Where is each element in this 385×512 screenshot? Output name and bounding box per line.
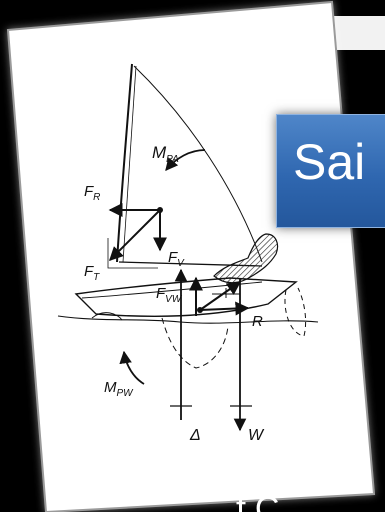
sailor xyxy=(213,233,279,284)
label-fv: FV xyxy=(168,249,185,269)
slide-caption: f C xyxy=(236,490,280,512)
label-mpa: MPA xyxy=(152,143,179,165)
hull xyxy=(74,277,298,317)
label-fr: FR xyxy=(84,183,100,203)
label-fvw: FVW xyxy=(156,285,183,305)
title-box[interactable]: Sai xyxy=(276,114,385,228)
force-ft-arrow xyxy=(109,209,161,261)
sail-leech xyxy=(133,65,263,263)
label-mpw: MPW xyxy=(104,379,134,399)
label-w: W xyxy=(248,427,265,444)
mast xyxy=(116,63,133,263)
label-ft: FT xyxy=(84,263,100,283)
label-r: R xyxy=(252,313,263,330)
diagram-drawing xyxy=(57,63,319,432)
diagram-labels: MPA FR FT FV FVW R MPW Δ W xyxy=(84,143,265,444)
force-fvw-arrow xyxy=(199,281,242,311)
moment-pa-arrow xyxy=(165,149,206,171)
label-delta: Δ xyxy=(189,427,201,444)
keel-outline xyxy=(161,317,229,369)
water-surface xyxy=(57,315,319,324)
moment-pw-arrow xyxy=(119,350,145,385)
force-parallelogram xyxy=(107,238,158,269)
slide-title: Sai xyxy=(293,134,366,190)
mast-inner xyxy=(122,65,137,263)
water-curl xyxy=(91,312,123,321)
